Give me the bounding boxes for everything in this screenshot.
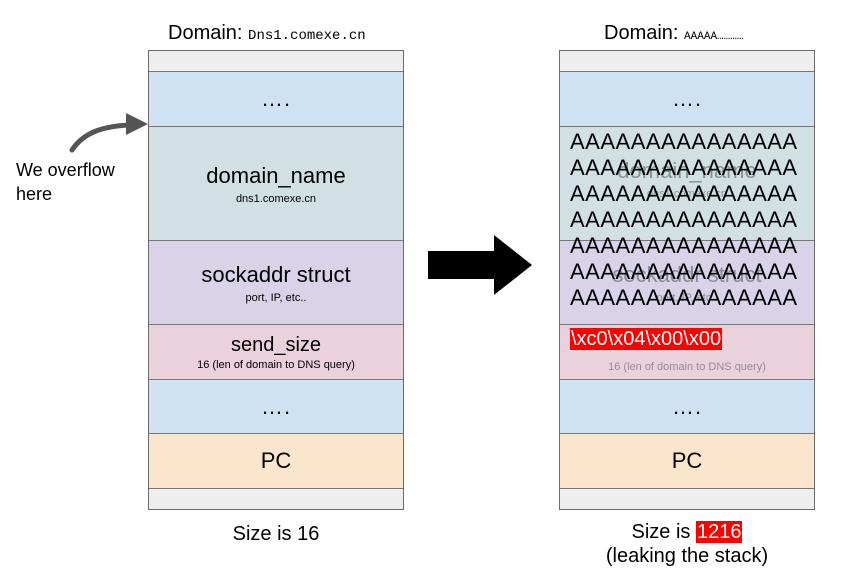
left-domain-name-sub: dns1.comexe.cn (235, 192, 317, 205)
right-caption-prefix: Size is (631, 521, 696, 543)
transition-arrow-icon (428, 235, 532, 295)
overflow-row: AAAAAAAAAAAAAAA (570, 207, 798, 232)
left-top-pad (149, 51, 403, 71)
left-dots-bottom: …. (260, 393, 292, 419)
overwrite-bytes-box: \xc0\x04\x00\x00 (570, 328, 723, 351)
left-domain-header: Domain: Dns1.comexe.cn (168, 22, 366, 45)
right-dots-bottom-block: …. (560, 379, 814, 433)
left-send-size-label: send_size (230, 333, 322, 356)
right-bottom-pad (560, 488, 814, 509)
left-pc-label: PC (260, 448, 292, 473)
right-domain-name-block: domain_name dns1.comexe.cn (560, 126, 814, 240)
right-caption-value: 1216 (695, 521, 743, 543)
left-pc-block: PC (149, 433, 403, 488)
right-ghost-domain-name: domain_name (617, 157, 757, 183)
right-caption-line2: (leaking the stack) (605, 545, 769, 567)
right-ghost-send-size-sub: 16 (len of domain to DNS query) (608, 361, 766, 373)
overflow-row: AAAAAAAAAAAAAAA (570, 285, 798, 310)
left-send-size-sub: 16 (len of domain to DNS query) (197, 358, 355, 371)
overflow-annotation-line1: We overflow (16, 160, 115, 180)
left-dots-top: …. (260, 86, 292, 111)
overwrite-bytes: \xc0\x04\x00\x00 (570, 328, 723, 350)
right-domain-header: Domain: AAAAA………… (604, 22, 743, 45)
left-sockaddr-label: sockaddr struct (201, 261, 351, 287)
overflow-row: AAAAAAAAAAAAAAA (570, 181, 798, 206)
right-dots-bottom: …. (671, 393, 703, 419)
left-sockaddr-block: sockaddr struct port, IP, etc.. (149, 240, 403, 324)
right-pc-block: PC (560, 433, 814, 488)
left-domain-value: Dns1.comexe.cn (248, 28, 366, 44)
left-sockaddr-sub: port, IP, etc.. (245, 291, 307, 304)
overflow-payload: AAAAAAAAAAAAAAA AAAAAAAAAAAAAAA AAAAAAAA… (570, 129, 798, 311)
right-ghost-sockaddr-sub: port, IP, etc.. (656, 291, 718, 304)
left-dots-bottom-block: …. (149, 379, 403, 433)
right-sockaddr-block: sockaddr struct port, IP, etc.. (560, 240, 814, 324)
right-caption: Size is 1216 (leaking the stack) (559, 520, 815, 568)
left-domain-name-block: domain_name dns1.comexe.cn (149, 126, 403, 240)
overflow-annotation-line2: here (16, 184, 53, 204)
left-send-size-block: send_size 16 (len of domain to DNS query… (149, 324, 403, 379)
left-memory-stack: …. domain_name dns1.comexe.cn sockaddr s… (148, 50, 404, 510)
left-caption: Size is 16 (232, 523, 320, 545)
right-pc-label: PC (671, 448, 703, 473)
right-dots-top: …. (671, 86, 703, 111)
right-ghost-domain-sub: dns1.comexe.cn (646, 187, 728, 200)
right-domain-label: Domain: (604, 22, 679, 44)
overflow-annotation: We overflow here (16, 158, 115, 206)
right-ghost-sockaddr: sockaddr struct (612, 261, 762, 287)
right-memory-stack: …. domain_name dns1.comexe.cn sockaddr s… (559, 50, 815, 510)
right-domain-value: AAAAA………… (684, 31, 744, 43)
overflow-row: AAAAAAAAAAAAAAA (570, 129, 798, 154)
left-bottom-pad (149, 488, 403, 509)
overflow-row: AAAAAAAAAAAAAAA (570, 155, 798, 180)
right-dots-top-block: …. (560, 71, 814, 126)
right-top-pad (560, 51, 814, 71)
overflow-row: AAAAAAAAAAAAAAA (570, 233, 798, 258)
overflow-row: AAAAAAAAAAAAAAA (570, 259, 798, 284)
left-domain-label: Domain: (168, 22, 243, 44)
left-dots-top-block: …. (149, 71, 403, 126)
right-caption-line1: Size is 1216 (559, 520, 815, 544)
curved-arrow-icon (69, 113, 148, 153)
left-domain-name-label: domain_name (206, 162, 346, 188)
